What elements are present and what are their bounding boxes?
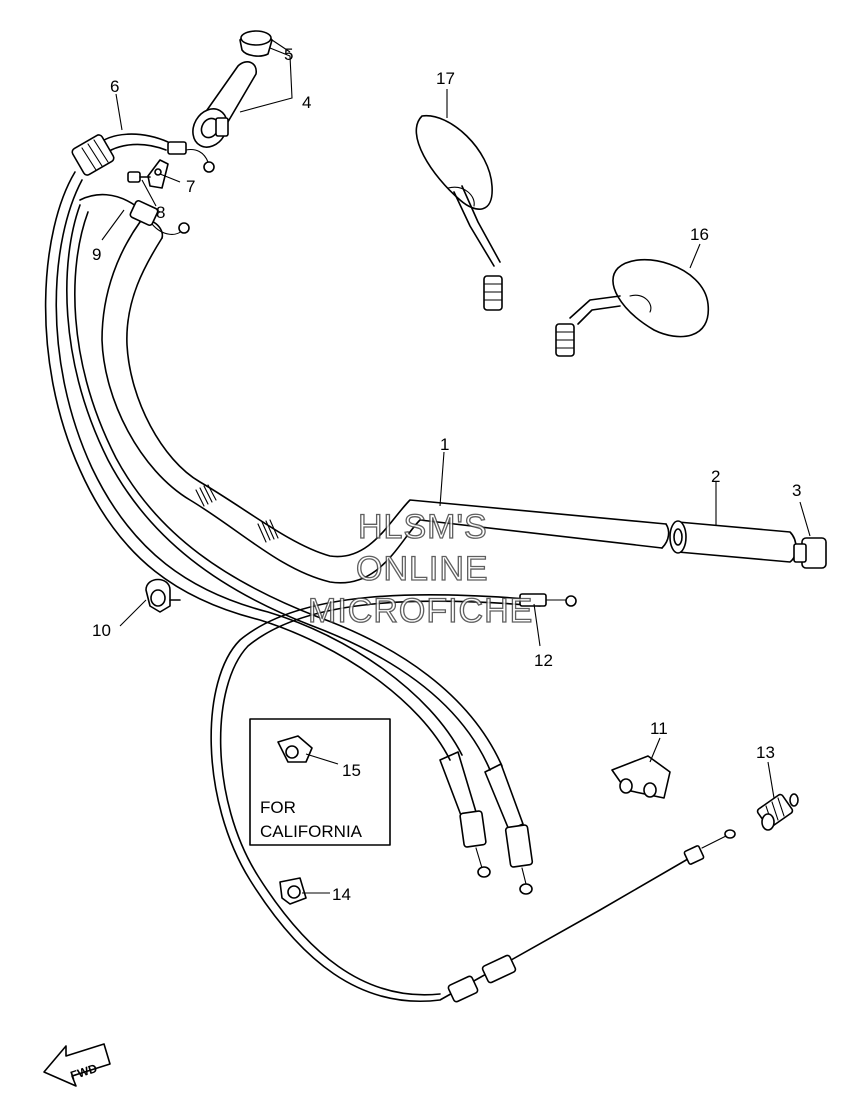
mirror-left (555, 259, 709, 357)
leader-lines (101, 39, 811, 894)
clutch-cable (210, 593, 736, 1003)
watermark-line1: HLSM'S (358, 508, 488, 546)
callout-12: 12 (534, 651, 553, 670)
callout-7: 7 (186, 177, 195, 196)
watermark-line2: ONLINE (356, 550, 489, 588)
callout-numbers: 5 4 6 7 8 9 17 16 1 2 3 10 12 11 13 15 1… (92, 45, 801, 904)
watermark: HLSM'S ONLINE MICROFICHE (307, 507, 533, 630)
callout-9: 9 (92, 245, 101, 264)
clamp-10 (145, 578, 181, 613)
return-cable-end (79, 193, 190, 235)
callout-1: 1 (440, 435, 449, 454)
screw (127, 171, 151, 183)
callout-2: 2 (711, 467, 720, 486)
callout-14: 14 (332, 885, 351, 904)
left-grip (669, 520, 797, 563)
callout-15: 15 (342, 761, 361, 780)
california-note-line1: FOR (260, 798, 296, 817)
mirror-right (415, 115, 503, 311)
california-note-line2: CALIFORNIA (260, 822, 363, 841)
handlebar (101, 219, 670, 584)
clip-15 (277, 735, 313, 763)
clip-14 (279, 877, 307, 905)
callout-4: 4 (302, 93, 311, 112)
callout-10: 10 (92, 621, 111, 640)
watermark-line3: MICROFICHE (308, 592, 533, 630)
callout-3: 3 (792, 481, 801, 500)
callout-11: 11 (650, 719, 668, 738)
grip-collar (239, 30, 273, 57)
callout-8: 8 (156, 203, 165, 222)
grip-end (793, 537, 827, 569)
callout-17: 17 (436, 69, 455, 88)
callout-5: 5 (284, 45, 293, 64)
cable-adjuster (756, 793, 799, 831)
callout-16: 16 (690, 225, 709, 244)
throttle-cables (44, 171, 534, 895)
callout-6: 6 (110, 77, 119, 96)
callout-13: 13 (756, 743, 775, 762)
california-inset (249, 718, 391, 846)
forward-arrow: FWD (43, 1043, 111, 1087)
throttle-grip (192, 61, 257, 148)
bracket-plate (147, 159, 169, 189)
throttle-housing (71, 133, 215, 176)
cable-guide-11 (611, 755, 671, 799)
